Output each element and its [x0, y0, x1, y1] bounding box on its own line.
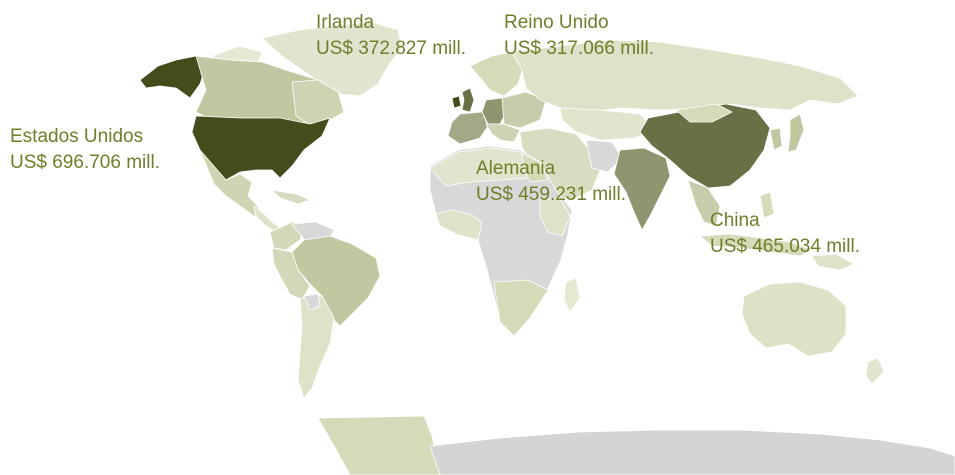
mongolia-region — [675, 103, 733, 123]
label-estados-unidos: Estados Unidos US$ 696.706 mill. — [10, 124, 160, 176]
southern-africa-region — [493, 279, 549, 337]
west-africa-region — [435, 209, 483, 241]
china-region — [639, 103, 771, 189]
philippines-region — [759, 191, 775, 219]
southeast-asia-region — [687, 179, 721, 227]
antarctica-region — [429, 429, 955, 475]
korea-region — [769, 127, 783, 151]
irlanda-country-name: Irlanda — [316, 12, 375, 33]
scandinavia-region — [469, 51, 525, 97]
estados-unidos-country-name: Estados Unidos — [10, 126, 144, 147]
indonesia-region — [699, 233, 813, 257]
russia-region — [511, 39, 859, 113]
east-africa-region — [539, 197, 571, 237]
paraguay-region — [303, 293, 321, 311]
mexico-region — [199, 149, 263, 217]
caribbean-region — [271, 189, 311, 205]
iran-region — [585, 139, 623, 173]
china-value: US$ 465.034 mill. — [710, 236, 860, 257]
label-alemania: Alemania US$ 459.231 mill. — [476, 156, 626, 208]
argentina-chile-region — [297, 295, 335, 399]
india-region — [613, 147, 671, 231]
reino-unido-country-name: Reino Unido — [504, 12, 609, 33]
italy-balkans-region — [485, 123, 521, 143]
antarctica-sector-region — [317, 415, 441, 475]
madagascar-region — [563, 277, 581, 313]
china-country-name: China — [710, 210, 760, 231]
uk-region — [461, 87, 475, 113]
greenland-region — [261, 21, 403, 97]
ireland-region — [451, 95, 462, 109]
alaska-region — [139, 55, 207, 99]
central-asia-region — [559, 107, 655, 141]
new-guinea-region — [811, 253, 855, 271]
label-china: China US$ 465.034 mill. — [710, 208, 860, 260]
reino-unido-value: US$ 317.066 mill. — [504, 38, 654, 59]
new-zealand-region — [865, 357, 885, 385]
france-iberia-region — [447, 111, 489, 145]
egypt-region — [521, 153, 549, 183]
label-reino-unido: Reino Unido US$ 317.066 mill. — [504, 10, 654, 62]
irlanda-value: US$ 372.827 mill. — [316, 38, 466, 59]
estados-unidos-value: US$ 696.706 mill. — [10, 152, 160, 173]
australia-region — [741, 281, 847, 357]
label-irlanda: Irlanda US$ 372.827 mill. — [316, 10, 466, 62]
eastern-canada-region — [291, 79, 345, 127]
japan-region — [787, 113, 805, 153]
alemania-country-name: Alemania — [476, 158, 556, 179]
alemania-value: US$ 459.231 mill. — [476, 184, 626, 205]
